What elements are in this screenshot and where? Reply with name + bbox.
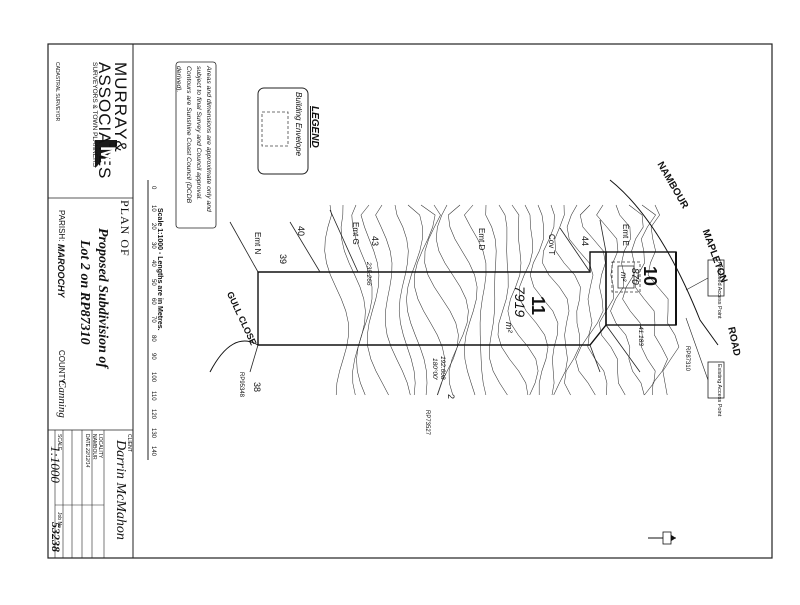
lot-44: 44 xyxy=(580,236,590,247)
date-label: DATE xyxy=(84,434,90,447)
lot-10-number: 10 xyxy=(640,266,660,287)
scale-tick-label: 120 xyxy=(150,409,156,420)
plan-subtitle-1: Proposed Subdivision of xyxy=(95,228,110,369)
lot-39: 39 xyxy=(278,254,288,265)
north-arrow xyxy=(648,531,676,545)
plan-heading: PLAN OF xyxy=(118,200,132,257)
scale-tick-label: 110 xyxy=(150,390,156,401)
dimension-235: 235.266 xyxy=(365,262,372,286)
lot-10-boundary xyxy=(605,251,677,326)
cadastral-surveyor: CADASTRAL SURVEYOR xyxy=(54,62,60,122)
easement-d: Emt D xyxy=(477,228,486,251)
rp-87310: RP87310 xyxy=(684,346,690,372)
bearing-180: 180°00' xyxy=(431,358,438,380)
legend-title: LEGEND xyxy=(309,106,320,148)
legend-item: Building Envelope xyxy=(294,92,303,157)
lot-11-unit: m² xyxy=(504,322,514,333)
lot-11-area: 7919 xyxy=(512,286,528,318)
lot-11-number: 11 xyxy=(528,296,548,316)
parish-value: MAROOCHY xyxy=(56,244,66,298)
logo-triangle xyxy=(95,146,117,168)
logo-letter: M xyxy=(96,146,118,163)
dimension-41: 41.183 xyxy=(637,326,644,346)
plan-subtitle-2: Lot 2 on RP87310 xyxy=(77,240,92,345)
easement-e: Emt E xyxy=(621,224,630,246)
scale-value: 1:1000 xyxy=(48,446,63,483)
easement-g: Emt G xyxy=(351,222,360,245)
lot-2: 2 xyxy=(446,394,456,400)
road-boundary xyxy=(609,179,719,346)
scale-tick-label: 60 xyxy=(150,297,156,305)
client-name: Darrin McMahon xyxy=(113,440,128,540)
locality-value: NAMBOUR xyxy=(91,434,97,460)
contour-lines xyxy=(324,204,680,396)
scale-tick-label: 50 xyxy=(150,279,156,286)
date-value: 22/12/14 xyxy=(84,448,90,468)
scale-tick-label: 40 xyxy=(150,260,156,268)
county-value: Canning xyxy=(56,380,68,418)
easement-n: Emt N xyxy=(253,232,262,255)
scale-tick-label: 30 xyxy=(150,241,156,249)
scale-tick-label: 100 xyxy=(150,372,156,383)
scale-tick-label: 130 xyxy=(150,427,156,438)
scale-tick-label: 80 xyxy=(150,334,156,342)
lot-10-unit: m² xyxy=(619,272,628,282)
scale-bar xyxy=(147,180,149,460)
scale-tick-label: 140 xyxy=(150,446,156,457)
scale-tick-label: 70 xyxy=(150,316,156,323)
lot-10-envelope xyxy=(611,261,641,293)
neighbour-lot-lines xyxy=(229,209,641,373)
building-envelope-symbol xyxy=(261,111,289,147)
scale-tick-label: 20 xyxy=(150,223,156,230)
scale-note: Scale 1:1000 - Lengths are in Metres. xyxy=(156,208,163,331)
rp-95348: RP95348 xyxy=(238,372,244,398)
legend-box xyxy=(257,87,309,175)
lot-11-boundary xyxy=(257,251,607,346)
note-box xyxy=(175,61,217,229)
scale-tick-label: 10 xyxy=(150,204,156,212)
lot-10-area: 870 xyxy=(629,268,640,285)
dimension-192: 192.608 xyxy=(439,356,446,380)
scale-tick-label: 0 xyxy=(150,186,156,190)
covenant-t: Cov T xyxy=(547,234,556,256)
approximation-note: Areas and dimensions are approximate onl… xyxy=(175,66,212,212)
rp-73527: RP73527 xyxy=(424,410,430,436)
lot-40: 40 xyxy=(296,226,306,237)
lot-10-house xyxy=(617,265,635,289)
existing-access-label: Existing Access Point xyxy=(716,364,722,417)
lot-38: 38 xyxy=(252,382,262,393)
proposed-access-label: Proposed Access Point xyxy=(716,262,722,319)
scale-tick-label: 90 xyxy=(150,353,156,361)
locality-label: LOCALITY xyxy=(97,434,103,459)
parish-label: PARISH: xyxy=(57,210,66,242)
job-no-value: 53238 xyxy=(49,522,63,552)
gull-close-curve xyxy=(209,340,259,373)
lot-43: 43 xyxy=(370,236,380,247)
sheet-border xyxy=(47,43,773,559)
